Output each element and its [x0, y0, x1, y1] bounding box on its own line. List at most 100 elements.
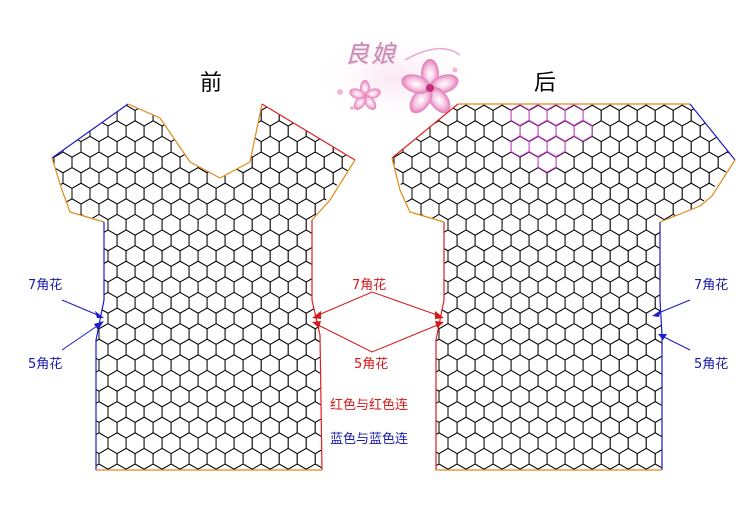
hex-cell [296, 416, 316, 439]
hex-cell [546, 447, 566, 470]
label-seven-left: 7角花 [28, 278, 63, 293]
hex-cell [736, 214, 750, 235]
hex-cell [393, 276, 413, 299]
hex-cell [681, 245, 701, 267]
hex-cell [224, 260, 244, 283]
hex-cell [537, 463, 557, 470]
hex-cell [305, 307, 325, 330]
hex-cell [206, 229, 226, 252]
hex-cell [143, 182, 163, 205]
hex-cell [654, 135, 674, 158]
hex-cell [618, 198, 638, 221]
front-hex-grid [18, 104, 378, 470]
hex-cell [392, 229, 404, 252]
hex-cell [636, 104, 656, 127]
hex-cell [699, 307, 719, 330]
hex-cell [654, 260, 674, 283]
hex-cell [341, 151, 355, 174]
hex-cell [411, 151, 431, 174]
hex-cell [323, 245, 343, 267]
hex-cell [260, 447, 280, 470]
hex-cell [501, 369, 521, 392]
front-left-sleeve-orange [51, 157, 105, 223]
hex-cell [62, 260, 82, 283]
hex-cell [179, 307, 199, 330]
hex-cell [717, 213, 735, 236]
hex-cell [474, 447, 494, 470]
hex-cell [188, 198, 208, 221]
hex-cell [717, 245, 735, 267]
hex-cell [474, 229, 494, 252]
hex-cell [645, 276, 665, 299]
hex-cell [528, 323, 548, 345]
hex-cell [402, 291, 422, 314]
hex-cell [152, 447, 172, 470]
hex-cell [636, 260, 656, 283]
hex-cell [681, 104, 701, 111]
hex-cell [609, 463, 629, 470]
hex-cell [393, 151, 413, 174]
hex-cell [62, 229, 82, 252]
back-right-sleeve-orange [659, 159, 736, 223]
hex-cell [654, 447, 674, 470]
hex-cell [483, 182, 503, 205]
hex-cell [474, 104, 494, 127]
hex-cell [197, 463, 217, 470]
hex-cell [360, 152, 378, 173]
hex-cell [80, 260, 100, 283]
hex-cell [690, 198, 710, 221]
hex-cell [465, 338, 485, 361]
hex-cell [627, 213, 647, 236]
hex-cell [323, 338, 343, 361]
hex-cell [71, 463, 91, 470]
hex-cell [672, 104, 692, 127]
hex-cell [645, 245, 665, 267]
hex-cell [170, 354, 190, 377]
hex-cell [663, 432, 683, 455]
hex-cell [392, 369, 395, 392]
hex-cell [358, 246, 376, 267]
hex-cell [663, 338, 683, 361]
hex-cell [224, 323, 244, 345]
hex-cell [278, 229, 298, 252]
hex-cell [323, 120, 343, 143]
hex-cell [89, 369, 109, 392]
hex-cell [591, 307, 611, 330]
hex-cell [672, 385, 692, 408]
hex-cell [483, 151, 503, 174]
hex-cell [609, 104, 629, 111]
hex-cell [323, 463, 343, 470]
hex-cell [392, 135, 404, 158]
hex-cell [745, 168, 750, 189]
hex-cell [726, 291, 735, 314]
hex-cell [393, 245, 413, 267]
hex-cell [483, 338, 503, 361]
hex-cell [260, 198, 280, 221]
hex-cell [456, 167, 476, 189]
hex-cell [663, 182, 683, 205]
hex-cell [483, 104, 503, 111]
hex-cell [564, 291, 584, 314]
hex-cell [170, 104, 190, 127]
hex-cell [699, 104, 719, 111]
hex-cell [62, 416, 82, 439]
front-right-side-red [311, 299, 323, 471]
hex-cell [492, 416, 512, 439]
hex-cell [323, 151, 343, 174]
hex-cell [18, 433, 36, 454]
hex-cell [411, 369, 431, 392]
hex-cell [152, 385, 172, 408]
hex-cell [224, 291, 244, 314]
hex-cell [269, 401, 289, 423]
hex-cell [618, 229, 638, 252]
hex-cell [52, 401, 55, 423]
hex-cell [161, 338, 181, 361]
hex-cell [116, 291, 136, 314]
hex-cell [528, 354, 548, 377]
hex-cell [287, 213, 307, 236]
hex-cell [197, 245, 217, 267]
hex-cell [179, 104, 199, 111]
hex-cell [745, 199, 750, 220]
hex-cell [717, 401, 735, 423]
hex-cell [314, 260, 334, 283]
